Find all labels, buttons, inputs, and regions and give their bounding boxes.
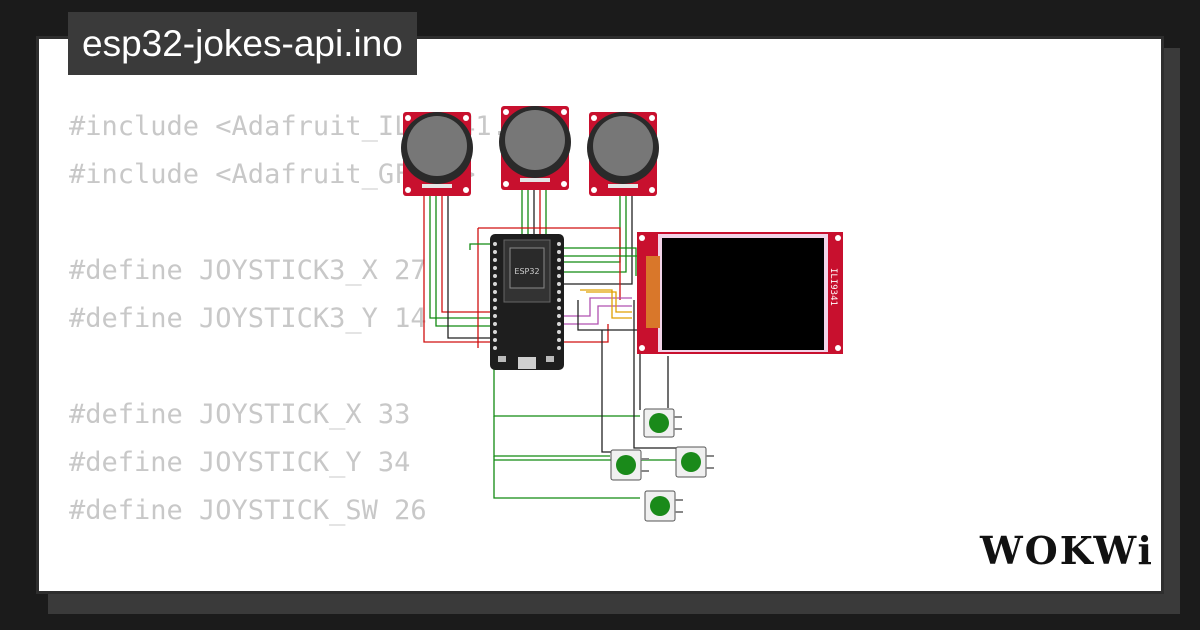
code-line: #define JOYSTICK_X 33 xyxy=(69,399,411,430)
wokwi-logo: WOKWi xyxy=(980,528,1154,573)
code-line: #define JOYSTICK3_X 27 xyxy=(69,255,427,286)
joystick-3[interactable] xyxy=(587,112,659,196)
esp32-label: ESP32 xyxy=(514,267,539,276)
code-line: #define JOYSTICK3_Y 14 xyxy=(69,303,427,334)
ili9341-display[interactable]: ILI9341 xyxy=(637,232,843,354)
display-label: ILI9341 xyxy=(828,268,838,306)
code-line: #include <Adafruit_ILI9341.h> xyxy=(69,111,541,142)
pushbutton-2[interactable] xyxy=(610,449,649,481)
joystick-2[interactable] xyxy=(499,106,571,190)
file-title: esp32-jokes-api.ino xyxy=(68,12,417,75)
esp32-board[interactable]: ESP32 xyxy=(490,234,564,370)
pushbutton-3[interactable] xyxy=(675,446,714,478)
pushbutton-4[interactable] xyxy=(644,490,683,522)
pushbutton-1[interactable] xyxy=(643,408,682,438)
code-preview: #include <Adafruit_ILI9341.h>#include <A… xyxy=(69,103,540,535)
code-line: #define JOYSTICK_SW 26 xyxy=(69,495,427,526)
joystick-1[interactable] xyxy=(401,112,473,196)
code-line: #define JOYSTICK_Y 34 xyxy=(69,447,411,478)
